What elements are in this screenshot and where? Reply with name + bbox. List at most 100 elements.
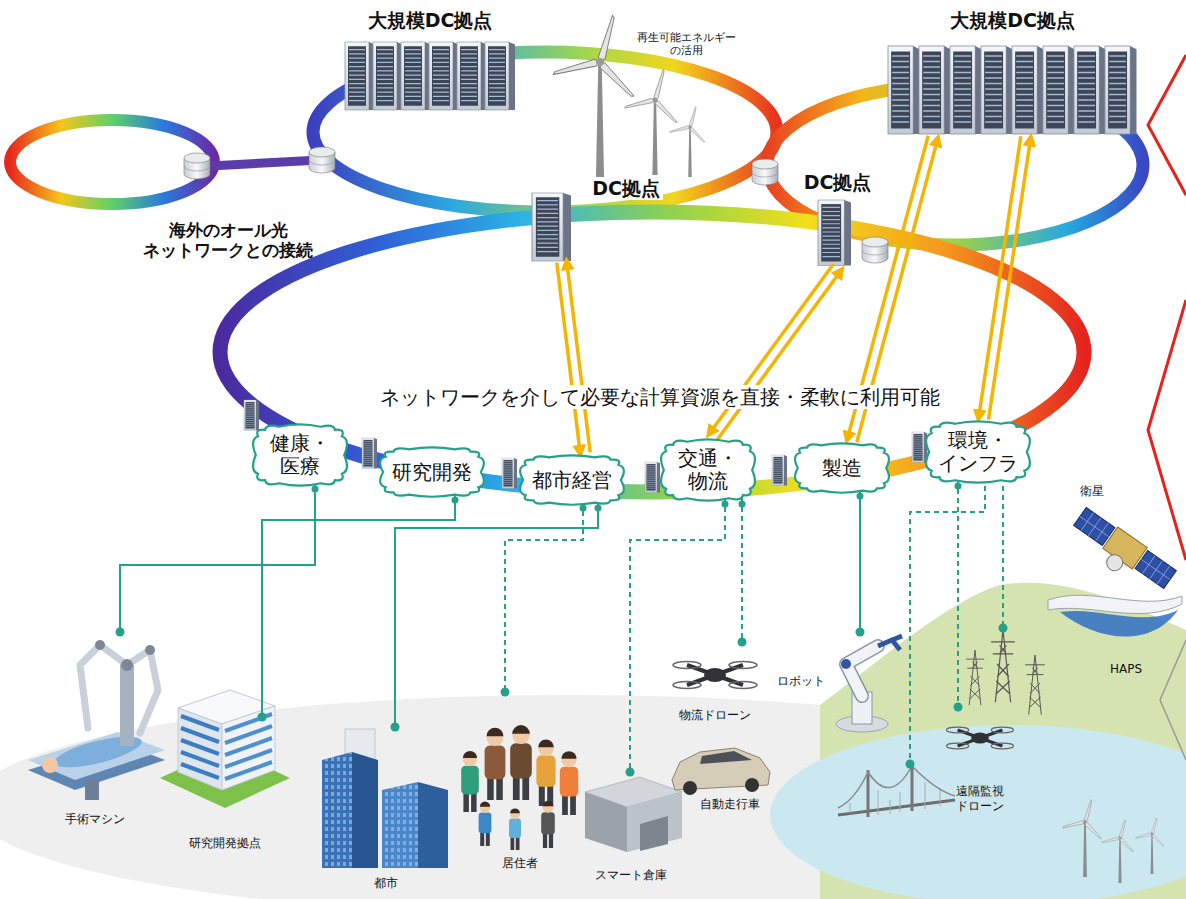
device-item: 物流ドローン — [660, 642, 770, 724]
city-buildings — [382, 782, 418, 868]
device-item: スマート倉庫 — [575, 772, 687, 884]
connector-dot — [626, 768, 635, 777]
residents — [509, 808, 521, 850]
network-caption: ネットワークを介して必要な計算資源を直接・柔軟に利用可能 — [376, 385, 944, 409]
leader-line — [910, 486, 1003, 762]
wind-turbine — [1101, 819, 1134, 883]
server-rack — [485, 42, 515, 110]
wind-turbine — [552, 15, 636, 177]
device-link — [957, 480, 959, 707]
leader-dot — [999, 624, 1008, 633]
surgical-robot — [28, 640, 165, 800]
research-building — [178, 708, 222, 790]
connector-dot — [391, 723, 400, 732]
residents — [560, 751, 578, 815]
residents — [536, 739, 555, 806]
data-flow-arrow — [988, 144, 1029, 420]
server-rack — [1105, 46, 1137, 134]
data-flow-arrow — [979, 136, 1020, 412]
optical-ring — [220, 212, 1084, 492]
connector-dot — [312, 486, 319, 493]
satellite-icon — [1104, 552, 1126, 574]
domain-brain: 製造 — [792, 441, 892, 495]
suspension-bridge — [850, 782, 940, 815]
device-item: 遠隔監視 ドローン — [925, 707, 1035, 815]
surgical-robot — [145, 645, 155, 655]
data-flow-arrow — [557, 263, 580, 448]
device-item: 居住者 — [455, 692, 585, 872]
device-link — [738, 498, 747, 647]
device-link — [954, 480, 963, 712]
optical-ring — [210, 160, 320, 166]
domain-label: 製造 — [822, 457, 862, 480]
device-link — [859, 490, 861, 632]
server-rack — [429, 42, 459, 110]
device-link — [501, 502, 587, 697]
server-rack — [1043, 46, 1075, 134]
brain-outline — [661, 439, 755, 500]
domain-brain: 環境・ インフラ — [923, 419, 1033, 485]
device-link — [116, 483, 319, 637]
residents — [479, 802, 492, 846]
autonomous-car — [745, 778, 759, 792]
connector-dot — [738, 638, 747, 647]
server-rack — [818, 200, 851, 266]
device-label: スマート倉庫 — [595, 868, 667, 884]
smart-warehouse — [585, 777, 682, 852]
connector-dot — [954, 703, 963, 712]
robot-arm — [846, 646, 878, 696]
device-item: 研究開発拠点 — [160, 717, 290, 852]
datacenter-label: DC拠点 — [801, 172, 875, 194]
power-pylon — [966, 650, 984, 705]
wind-turbine — [624, 69, 679, 175]
connector-dot — [955, 483, 962, 490]
ground — [770, 725, 1186, 899]
leader-line — [1002, 486, 1004, 626]
optical-ring — [10, 120, 214, 204]
vehicle-label: 自動走行車 — [700, 797, 760, 811]
domain-brain: 交通・ 物流 — [658, 437, 758, 503]
power-pylon — [991, 630, 1015, 702]
data-flow-arrow — [713, 264, 838, 440]
city-buildings — [322, 729, 448, 868]
research-building — [160, 690, 290, 808]
haps-icon — [1048, 595, 1182, 636]
device-link — [120, 483, 315, 632]
autonomous-car — [683, 781, 697, 795]
city-buildings — [418, 782, 448, 868]
robot-arm — [841, 659, 851, 669]
datacenter-label: 大規模DC拠点 — [947, 10, 1078, 32]
robot-arm — [836, 636, 902, 732]
wind-turbine — [1062, 799, 1102, 877]
server-rack — [919, 46, 951, 134]
wind-turbine — [1135, 818, 1164, 874]
city-buildings — [322, 752, 352, 868]
haps-icon — [1060, 610, 1178, 637]
smart-warehouse — [585, 792, 627, 852]
connector-dot — [739, 501, 746, 508]
server-rack — [1012, 46, 1044, 134]
device-link — [741, 498, 743, 642]
domain-label: 環境・ インフラ — [938, 429, 1018, 475]
domain-label: 都市経営 — [532, 469, 612, 492]
device-link — [505, 502, 583, 692]
datacenter: DC拠点 — [790, 172, 885, 267]
robot-arm — [846, 646, 878, 696]
surgical-robot — [95, 640, 105, 650]
server-rack — [401, 42, 431, 110]
device-link — [856, 490, 865, 637]
server-rack — [532, 193, 571, 261]
residents — [461, 725, 578, 850]
data-flow-arrow — [567, 267, 590, 452]
device-item: 都市 — [318, 727, 453, 892]
server-rack — [1074, 46, 1106, 134]
energy-note: 再生可能エネルギー の活用 — [637, 31, 736, 57]
database-icon — [184, 153, 210, 179]
suspension-bridge — [838, 766, 955, 808]
device-label: 手術マシン — [65, 812, 125, 828]
server-rack — [457, 42, 487, 110]
connector-dot — [722, 501, 729, 508]
device-link — [630, 498, 725, 772]
city-buildings — [322, 752, 352, 868]
satellite-icon — [1074, 507, 1177, 588]
